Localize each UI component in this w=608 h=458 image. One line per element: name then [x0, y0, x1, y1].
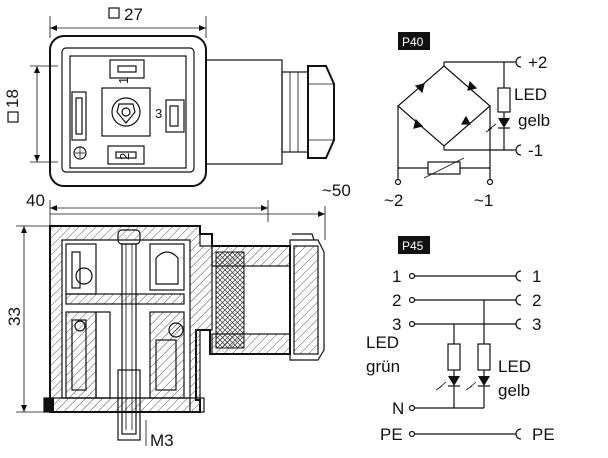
p45-right-1: 1	[532, 267, 541, 286]
pin-slot-left	[71, 91, 87, 141]
p45-led-yellow-icon	[478, 376, 490, 386]
p45-led-green-branch	[435, 324, 461, 408]
dimension-top-width-label: 27	[124, 5, 143, 24]
p45-tag-box	[398, 236, 430, 254]
p45-right-2: 2	[532, 291, 541, 310]
dimension-side-view-height-label: 33	[5, 307, 24, 326]
p45-tag: P45	[402, 239, 424, 253]
p40-led-icon	[498, 118, 510, 128]
p40-bottom-right-label: ~1	[474, 191, 493, 210]
dimension-side-width: 40 ~50	[26, 181, 351, 240]
dimension-side-view-height: 33	[5, 225, 50, 413]
dimension-overall-width-label: ~50	[322, 181, 351, 200]
pin-block-left	[65, 311, 97, 399]
pin-slot-top	[109, 59, 145, 79]
p40-led-label-line2: gelb	[518, 111, 550, 130]
dimension-top-width: 27	[49, 5, 207, 38]
p45-left-pe: PE	[380, 425, 403, 444]
circuit-p40: P40 +2 -1 LED gelb	[384, 32, 550, 210]
thread-label: M3	[150, 431, 174, 450]
ground-screw-icon	[73, 146, 87, 160]
p45-led-yellow-branch	[465, 300, 491, 408]
dimension-side-height: 18	[3, 65, 58, 163]
p40-plus-label: +2	[528, 53, 547, 72]
p40-tag: P40	[402, 35, 424, 49]
p45-left-3: 3	[392, 315, 401, 334]
pin-slot-right	[165, 99, 185, 133]
p45-left-1: 1	[392, 267, 401, 286]
front-view: 27 18	[3, 5, 335, 187]
pin-block-right	[149, 311, 185, 399]
central-screw	[121, 243, 137, 435]
p40-minus-label: -1	[528, 141, 543, 160]
circuit-p45: P45 1 2 3 N PE 1 2 3 PE	[366, 236, 555, 444]
p45-led-green-icon	[448, 376, 460, 386]
p45-right-3: 3	[532, 315, 541, 334]
pin-3-label: 3	[155, 106, 162, 121]
cable-gland-body	[205, 59, 283, 165]
pin-1-label: 1	[116, 77, 131, 84]
p45-right-pe: PE	[532, 425, 555, 444]
p40-resistor	[497, 87, 511, 113]
p40-bottom-left-label: ~2	[384, 191, 403, 210]
dimension-side-width-label: 40	[26, 191, 45, 210]
led-component	[149, 243, 185, 291]
gland-nut	[307, 65, 335, 159]
p45-led-green-label-line1: LED	[366, 333, 399, 352]
p40-led-label-line1: LED	[514, 85, 547, 104]
p45-led-yellow-label-line2: gelb	[498, 381, 530, 400]
screw-boss	[101, 87, 151, 137]
p45-left-n: N	[392, 399, 404, 418]
p45-left-2: 2	[392, 291, 401, 310]
dimension-side-height-label: 18	[3, 89, 22, 108]
side-view: 40 ~50 33	[5, 181, 351, 450]
p45-led-green-label-line2: grün	[366, 357, 400, 376]
bridge-rectifier	[397, 65, 491, 147]
pin-2-label: 2	[117, 153, 132, 160]
p40-tag-box	[398, 32, 430, 50]
pin-slot-bottom	[107, 145, 145, 165]
p45-led-yellow-label-line1: LED	[498, 357, 531, 376]
